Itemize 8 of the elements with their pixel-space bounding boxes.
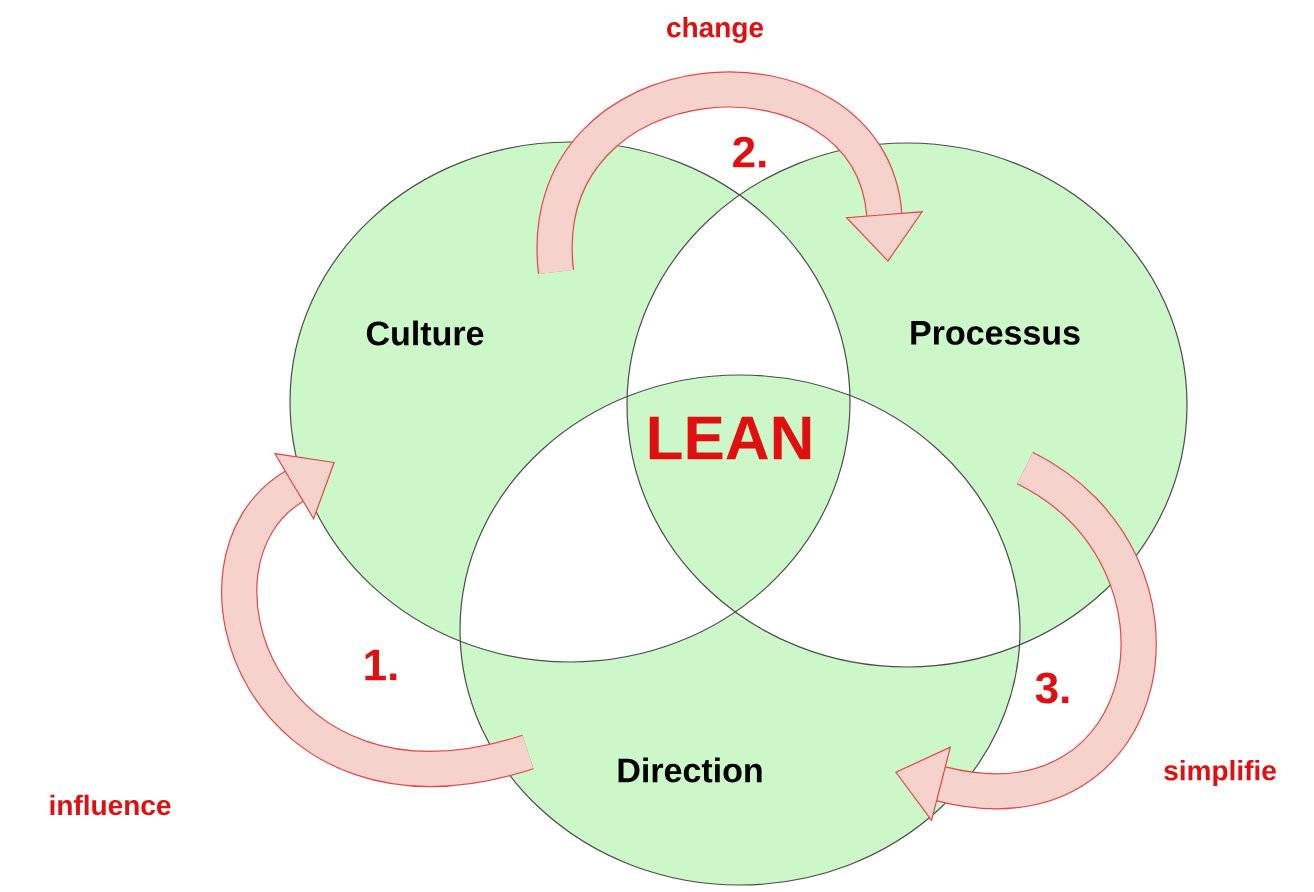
step-number: 3. [1035,672,1069,704]
center-label: LEAN [649,416,811,460]
arrow-caption: simplifie [1164,759,1276,787]
curved-arrow [221,452,533,787]
curved-arrow [895,452,1157,822]
arrow-caption: influence [50,794,171,816]
arrow-caption: change [667,16,764,44]
curved-arrow [537,72,924,273]
